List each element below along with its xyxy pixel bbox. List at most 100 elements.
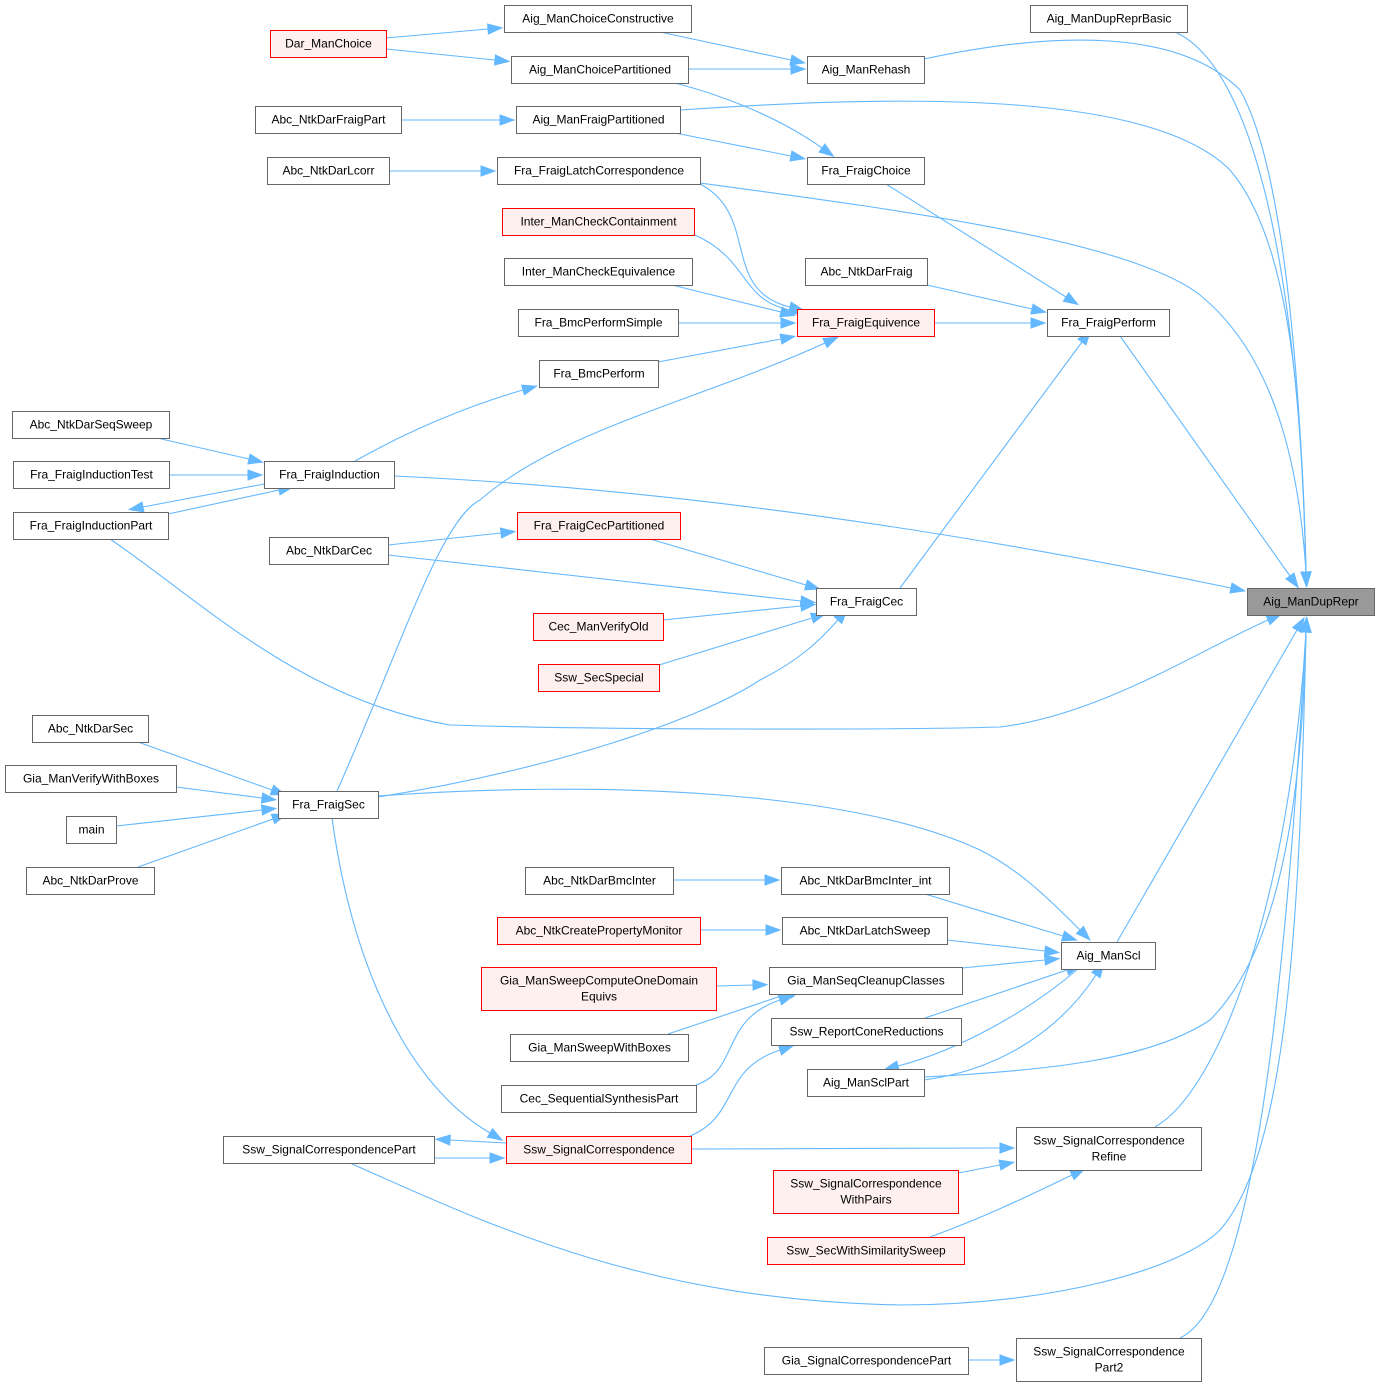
node-fra_fraigequivence[interactable]: Fra_FraigEquivence	[797, 309, 935, 337]
node-label: Cec_SequentialSynthesisPart	[520, 1092, 679, 1106]
edge-fra_fraigsec-to-fra_fraigcec	[377, 619, 839, 798]
node-fra_fraiginductionpart[interactable]: Fra_FraigInductionPart	[13, 512, 169, 540]
node-abc_ntkdarlcorr[interactable]: Abc_NtkDarLcorr	[267, 157, 390, 185]
node-box	[805, 258, 928, 286]
node-fra_fraigcec[interactable]: Fra_FraigCec	[816, 588, 917, 616]
node-label: Fra_FraigEquivence	[812, 316, 920, 330]
node-box	[497, 917, 701, 945]
edge-ssw_reportconereductions-to-aig_manscl	[924, 969, 1068, 1019]
node-fra_bmcperformsimple[interactable]: Fra_BmcPerformSimple	[518, 309, 679, 337]
node-aig_manchoiceconstructive[interactable]: Aig_ManChoiceConstructive	[504, 5, 692, 33]
edge-ssw_signalcorrespondence-to-ssw_signalcorrespondencepart	[449, 1139, 507, 1144]
node-ssw_secwithsimilaritysweep[interactable]: Ssw_SecWithSimilaritySweep	[767, 1237, 965, 1265]
node-abc_ntkdarfraigpart[interactable]: Abc_NtkDarFraigPart	[255, 106, 402, 134]
node-fra_fraigcecpartitioned[interactable]: Fra_FraigCecPartitioned	[517, 512, 681, 540]
arrowhead-cec_manverifyold-to-fra_fraigcec	[799, 600, 817, 612]
arrowhead-fra_fraigsec-to-aig_manscl	[1075, 925, 1091, 941]
node-label: Fra_FraigInductionTest	[30, 468, 153, 482]
node-gia_manverifywithboxes[interactable]: Gia_ManVerifyWithBoxes	[5, 765, 177, 793]
node-ssw_reportconereductions[interactable]: Ssw_ReportConeReductions	[771, 1018, 962, 1046]
node-aig_manchoicepartitioned[interactable]: Aig_ManChoicePartitioned	[511, 56, 689, 84]
node-main[interactable]: main	[66, 816, 117, 844]
node-fra_fraiglatchcorrespondence[interactable]: Fra_FraigLatchCorrespondence	[497, 157, 701, 185]
node-label: WithPairs	[840, 1193, 891, 1207]
node-fra_bmcperform[interactable]: Fra_BmcPerform	[539, 360, 659, 388]
node-label: Fra_FraigCecPartitioned	[534, 519, 665, 533]
node-fra_fraigsec[interactable]: Fra_FraigSec	[278, 791, 379, 819]
node-cec_sequentialsynthesispart[interactable]: Cec_SequentialSynthesisPart	[501, 1085, 697, 1113]
node-box	[533, 613, 664, 641]
node-aig_mandupreprbasic[interactable]: Aig_ManDupReprBasic	[1030, 5, 1188, 33]
edge-fra_fraiginductionpart-to-fra_fraiginduction	[167, 489, 280, 515]
node-box	[506, 1136, 692, 1164]
node-abc_ntkdarbmcinter[interactable]: Abc_NtkDarBmcInter	[525, 867, 674, 895]
node-abc_ntkdarseqsweep[interactable]: Abc_NtkDarSeqSweep	[12, 411, 170, 439]
arrowhead-ssw_signalcorrespondence-to-ssw_reportconereductions	[777, 1044, 795, 1056]
arrowhead-gia_mansweepcomputeonedomainequivs-to-gia_manseqcleanupclasses	[752, 979, 769, 991]
node-abc_ntkdarsec[interactable]: Abc_NtkDarSec	[32, 715, 149, 743]
node-label: Cec_ManVerifyOld	[548, 620, 648, 634]
node-fra_fraiginduction[interactable]: Fra_FraigInduction	[264, 461, 395, 489]
arrowhead-fra_fraigchoice-to-fra_fraigperform	[1062, 291, 1080, 306]
node-label: Inter_ManCheckContainment	[520, 215, 677, 229]
node-gia_signalcorrespondencepart[interactable]: Gia_SignalCorrespondencePart	[764, 1347, 969, 1375]
node-aig_mansclpart[interactable]: Aig_ManSclPart	[807, 1069, 925, 1097]
node-box	[516, 106, 681, 134]
node-box	[1061, 942, 1156, 970]
arrowhead-gia_manverifywithboxes-to-fra_fraigsec	[260, 792, 278, 804]
node-box	[504, 258, 693, 286]
arrowhead-abc_ntkdarfraig-to-fra_fraigperform	[1030, 303, 1048, 315]
node-label: Gia_ManSeqCleanupClasses	[787, 974, 944, 988]
node-aig_manrehash[interactable]: Aig_ManRehash	[807, 56, 925, 84]
arrowhead-aig_manchoicepartitioned-to-aig_manrehash	[790, 63, 807, 75]
node-gia_manseqcleanupclasses[interactable]: Gia_ManSeqCleanupClasses	[769, 967, 963, 995]
node-ssw_secspecial[interactable]: Ssw_SecSpecial	[538, 664, 660, 692]
node-gia_mansweepwithboxes[interactable]: Gia_ManSweepWithBoxes	[510, 1034, 689, 1062]
node-inter_mancheckcontainment[interactable]: Inter_ManCheckContainment	[502, 208, 695, 236]
node-fra_fraigperform[interactable]: Fra_FraigPerform	[1047, 309, 1170, 337]
node-box	[66, 816, 117, 844]
node-abc_ntkdarprove[interactable]: Abc_NtkDarProve	[26, 867, 155, 895]
node-box	[278, 791, 379, 819]
node-box	[767, 1237, 965, 1265]
node-fra_fraigchoice[interactable]: Fra_FraigChoice	[807, 157, 925, 185]
node-ssw_signalcorrespondencepart[interactable]: Ssw_SignalCorrespondencePart	[223, 1136, 435, 1164]
node-inter_mancheckequivalence[interactable]: Inter_ManCheckEquivalence	[504, 258, 693, 286]
edge-aig_manfraigpartitioned-to-fra_fraigchoice	[674, 132, 792, 157]
node-aig_manscl[interactable]: Aig_ManScl	[1061, 942, 1156, 970]
node-label: Ssw_SignalCorrespondence	[523, 1143, 675, 1157]
node-box	[270, 30, 387, 58]
node-abc_ntkdarbmcinter_int[interactable]: Abc_NtkDarBmcInter_int	[781, 867, 950, 895]
node-fra_fraiginductiontest[interactable]: Fra_FraigInductionTest	[13, 461, 170, 489]
node-abc_ntkdarlatchsweep[interactable]: Abc_NtkDarLatchSweep	[782, 917, 948, 945]
node-box	[773, 1170, 959, 1214]
edge-gia_manverifywithboxes-to-fra_fraigsec	[175, 786, 263, 799]
node-aig_mandupdepr[interactable]: Aig_ManDupRepr	[1247, 588, 1375, 616]
node-label: Fra_FraigInductionPart	[30, 519, 153, 533]
node-box	[1016, 1127, 1202, 1171]
node-cec_manverifyold[interactable]: Cec_ManVerifyOld	[533, 613, 664, 641]
edge-aig_manscl-to-aig_mandupdepr	[1116, 629, 1298, 943]
node-label: Fra_FraigCec	[830, 595, 903, 609]
node-aig_manfraigpartitioned[interactable]: Aig_ManFraigPartitioned	[516, 106, 681, 134]
node-box	[1016, 1338, 1202, 1382]
node-abc_ntkdarfraig[interactable]: Abc_NtkDarFraig	[805, 258, 928, 286]
node-label: Fra_FraigPerform	[1061, 316, 1156, 330]
node-abc_ntkdarcec[interactable]: Abc_NtkDarCec	[269, 537, 389, 565]
node-box	[504, 5, 692, 33]
node-box	[13, 461, 170, 489]
edge-ssw_signalcorrespondencepart-to-aig_mandupdepr	[349, 631, 1307, 1306]
edge-aig_mandupreprbasic-to-aig_mandupdepr	[1174, 31, 1307, 573]
node-dar_manchoice[interactable]: Dar_ManChoice	[270, 30, 387, 58]
arrowhead-main-to-fra_fraigsec	[260, 804, 278, 816]
arrowhead-fra_fraiginductiontest-to-fra_fraiginduction	[247, 469, 264, 481]
node-box	[269, 537, 389, 565]
node-ssw_signalcorrespondence[interactable]: Ssw_SignalCorrespondence	[506, 1136, 692, 1164]
node-box	[518, 309, 679, 337]
arrowhead-ssw_signalcorrespondencepart2-to-aig_mandupdepr	[1300, 616, 1312, 633]
node-abc_ntkcreatepropertymonitor[interactable]: Abc_NtkCreatePropertyMonitor	[497, 917, 701, 945]
